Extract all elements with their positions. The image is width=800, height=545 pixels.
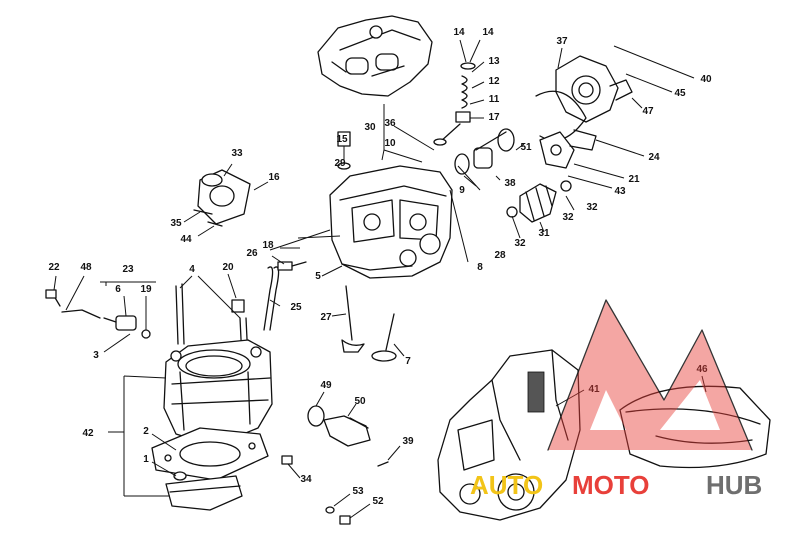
cover-46 <box>619 385 771 469</box>
bottom-piston <box>165 471 243 511</box>
valves <box>341 285 397 362</box>
callout-label-11: 11 <box>489 94 500 105</box>
shaft-31 <box>506 180 572 223</box>
callout-label-46: 46 <box>696 364 708 375</box>
callout-label-37: 37 <box>556 36 568 47</box>
callout-label-27: 27 <box>320 312 332 323</box>
callout-label-53: 53 <box>352 486 364 497</box>
callout-label-38: 38 <box>504 178 516 189</box>
callout-label-21: 21 <box>628 174 640 185</box>
callout-label-3: 3 <box>93 350 99 361</box>
complete-engine-view <box>437 349 581 521</box>
callout-label-19: 19 <box>140 284 152 295</box>
callout-label-22: 22 <box>48 262 60 273</box>
callout-label-17: 17 <box>488 112 500 123</box>
callout-label-32b: 32 <box>562 212 574 223</box>
leader-lines <box>53 39 707 519</box>
callout-label-4: 4 <box>189 264 195 275</box>
bolt-15 <box>337 131 351 170</box>
cylinder-head <box>329 165 453 279</box>
callout-label-31: 31 <box>538 228 550 239</box>
callout-label-6: 6 <box>115 284 121 295</box>
callout-label-14a: 14 <box>453 27 465 38</box>
callout-label-39: 39 <box>402 436 414 447</box>
callout-label-32c: 32 <box>514 238 526 249</box>
callout-label-16: 16 <box>268 172 280 183</box>
bushing-parts <box>454 128 515 175</box>
callout-label-28: 28 <box>494 250 506 261</box>
callout-label-52: 52 <box>372 496 384 507</box>
callout-label-48: 48 <box>80 262 92 273</box>
callout-label-44: 44 <box>180 234 192 245</box>
water-elbow <box>307 405 371 447</box>
callout-label-33: 33 <box>231 148 243 159</box>
callout-label-1: 1 <box>143 454 149 465</box>
left-fittings <box>45 289 151 339</box>
callout-label-8: 8 <box>477 262 483 273</box>
callout-label-51: 51 <box>520 142 532 153</box>
callout-label-32a: 32 <box>586 202 598 213</box>
watermark-triangle-shape <box>548 300 752 450</box>
callout-label-42: 42 <box>82 428 94 439</box>
small-bolts <box>281 455 389 525</box>
callout-label-35: 35 <box>170 218 182 229</box>
intake-manifold <box>193 169 251 227</box>
callout-label-29: 29 <box>334 158 346 169</box>
callout-label-10: 10 <box>384 138 396 149</box>
callout-label-15: 15 <box>336 134 348 145</box>
callout-label-9: 9 <box>459 185 465 196</box>
callout-label-36: 36 <box>384 118 396 129</box>
callout-label-26: 26 <box>246 248 258 259</box>
callout-label-34: 34 <box>300 474 312 485</box>
pipe-25 <box>263 261 307 331</box>
callout-label-45: 45 <box>674 88 686 99</box>
callout-label-49: 49 <box>320 380 332 391</box>
callout-label-43: 43 <box>614 186 626 197</box>
watermark-text: AUTO MOTO HUB <box>470 470 762 500</box>
base-gasket <box>151 427 269 481</box>
callout-label-5: 5 <box>315 271 321 282</box>
callout-label-47: 47 <box>642 106 654 117</box>
callout-label-2: 2 <box>143 426 149 437</box>
callout-label-18: 18 <box>262 240 274 251</box>
watermark-hub-text: HUB <box>706 470 762 500</box>
cylinder-barrel <box>163 339 273 447</box>
callout-label-20: 20 <box>222 262 234 273</box>
watermark-auto-text: AUTO <box>470 470 543 500</box>
callout-label-23: 23 <box>122 264 134 275</box>
valve-spring-stack <box>433 62 476 146</box>
water-pump-cover <box>535 55 633 169</box>
head-cover <box>317 15 433 97</box>
callout-label-50: 50 <box>354 396 366 407</box>
callout-label-12: 12 <box>488 76 500 87</box>
callout-label-24: 24 <box>648 152 660 163</box>
callout-label-13: 13 <box>488 56 500 67</box>
callout-label-7: 7 <box>405 356 411 367</box>
callout-label-40: 40 <box>700 74 712 85</box>
callout-label-41: 41 <box>588 384 600 395</box>
callout-label-25: 25 <box>290 302 302 313</box>
watermark-logo <box>547 299 753 451</box>
callout-label-30: 30 <box>364 122 376 133</box>
watermark-moto-text: MOTO <box>572 470 650 500</box>
callout-label-14b: 14 <box>482 27 494 38</box>
studs <box>175 283 249 361</box>
